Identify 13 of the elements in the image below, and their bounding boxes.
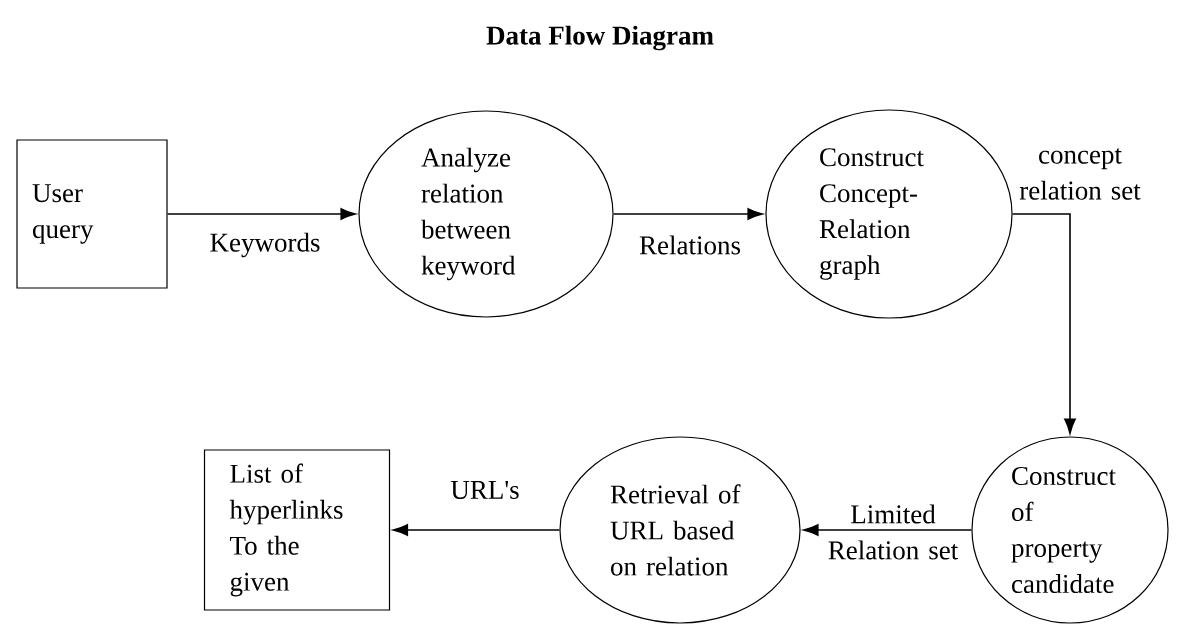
- edge-label: concept relation set: [1019, 148, 1141, 200]
- arrow: [166, 208, 356, 220]
- arrow: [612, 208, 763, 220]
- edge-label: Keywords: [210, 232, 320, 258]
- arrow: [392, 524, 561, 536]
- entity-box: User query: [16, 139, 168, 289]
- title: Data Flow Diagram: [486, 25, 714, 51]
- edge-label: Relations: [639, 235, 741, 255]
- edge-label: URL's: [450, 481, 519, 499]
- arrow: [1011, 213, 1076, 434]
- entity-box: List of hyperlinks To the given: [203, 449, 391, 611]
- arrow: [803, 524, 973, 536]
- edge-label: Limited Relation set: [828, 504, 959, 560]
